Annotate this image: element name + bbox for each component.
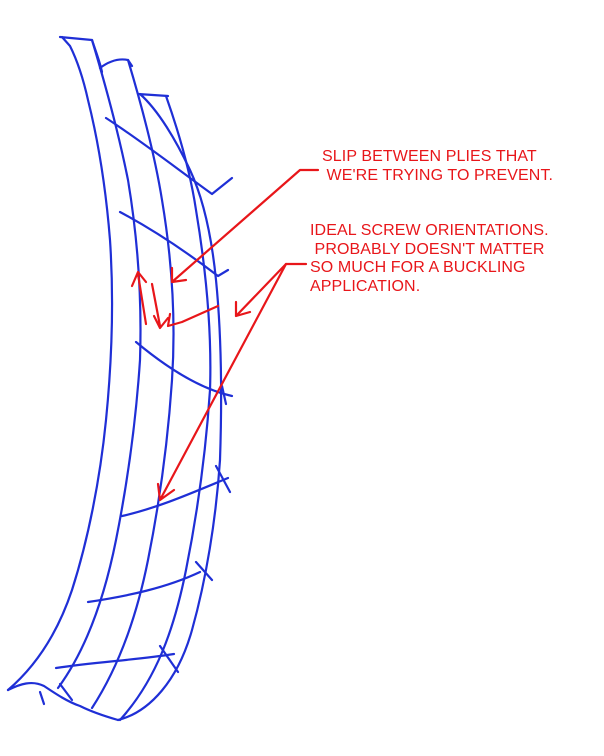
ply-top-cap-3 bbox=[136, 92, 170, 98]
ply-boundary-1 bbox=[56, 38, 142, 690]
annotation-line: SO MUCH FOR A BUCKLING bbox=[310, 259, 526, 276]
ply-edge-inner bbox=[116, 92, 223, 722]
screw-line bbox=[120, 464, 232, 518]
leader-slip bbox=[170, 168, 320, 284]
annotation-screw-orientation: IDEAL SCREW ORIENTATIONS. PROBABLY DOESN… bbox=[310, 222, 549, 296]
slip-arrow-down bbox=[150, 282, 170, 330]
annotation-line: APPLICATION. bbox=[310, 277, 421, 295]
annotation-line: IDEAL SCREW ORIENTATIONS. bbox=[310, 222, 549, 239]
screw-line bbox=[134, 340, 234, 406]
ply-boundary-2 bbox=[90, 58, 175, 710]
leader-screw-lower bbox=[156, 262, 288, 502]
leader-arrows bbox=[156, 168, 320, 502]
screw-line bbox=[118, 210, 230, 278]
annotation-line: WE'RE TRYING TO PREVENT. bbox=[322, 166, 554, 184]
annotation-slip: SLIP BETWEEN PLIES THAT WE'RE TRYING TO … bbox=[322, 148, 553, 185]
screws bbox=[54, 116, 234, 674]
slip-arrow-up bbox=[130, 270, 148, 326]
screw-line bbox=[54, 644, 180, 674]
screw-line bbox=[86, 560, 214, 604]
annotation-line: SLIP BETWEEN PLIES THAT bbox=[322, 148, 537, 165]
annotation-line: PROBABLY DOESN'T MATTER bbox=[310, 240, 545, 258]
slip-arrows bbox=[130, 270, 170, 330]
ply-bottom-tail bbox=[38, 682, 74, 706]
leader-slip-secondary bbox=[166, 304, 220, 328]
ply-bottom-cap bbox=[6, 681, 120, 722]
ply-edge-outer bbox=[6, 35, 114, 692]
screw-line bbox=[104, 116, 234, 196]
